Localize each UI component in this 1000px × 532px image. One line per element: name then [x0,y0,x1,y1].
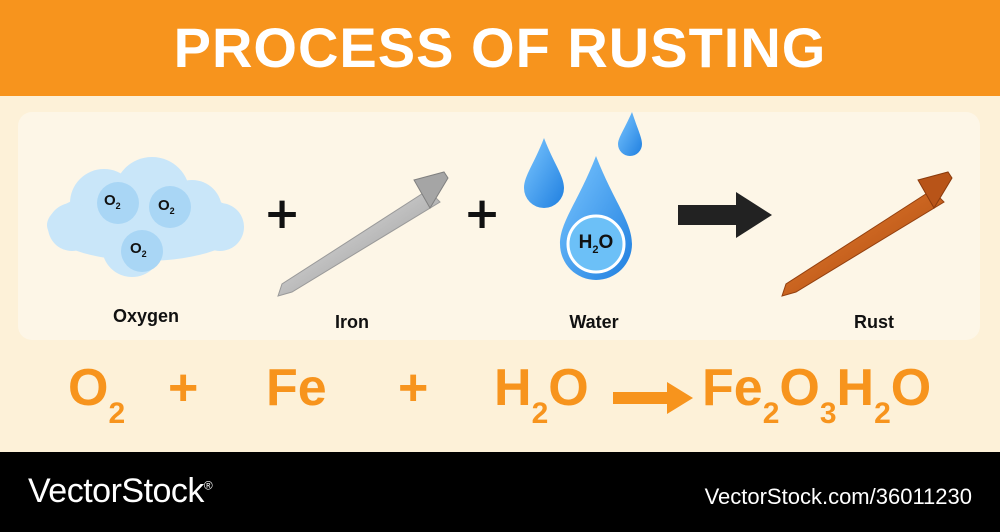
water-label: Water [569,312,619,332]
water-drop-icon [524,112,642,280]
equation-iron: Fe [266,359,327,417]
reaction-arrow-icon [678,192,772,238]
plus-operator-1: + [263,188,301,239]
equation-plus-1: + [168,359,199,417]
plus-operator-2: + [463,188,501,239]
equation-oxygen: O2 [68,359,126,430]
iron-label: Iron [335,312,369,332]
title-banner: PROCESS OF RUSTING [0,0,1000,96]
equation-rust: Fe2O3H2O [702,359,932,430]
oxygen-molecule-2: O2 [158,197,175,216]
rusty-nail-icon [781,171,953,297]
oxygen-label: Oxygen [112,306,180,326]
page-title: PROCESS OF RUSTING [173,16,827,79]
equation-arrow-icon [613,382,693,414]
equation-water: H2O [494,359,589,430]
image-id-text: VectorStock.com/36011230 [704,484,972,509]
chemical-equation: O2 + Fe + H2O Fe2O3H2O [0,352,1000,452]
rust-label: Rust [854,312,894,332]
iron-nail-icon [277,171,449,297]
footer-bar: VectorStock® VectorStock.com/36011230 [0,452,1000,532]
vectorstock-logo: VectorStock® [28,472,213,510]
oxygen-cloud-icon [47,157,244,277]
water-formula: H2O [578,232,614,256]
oxygen-molecule-1: O2 [104,192,121,211]
oxygen-molecule-3: O2 [130,240,147,259]
equation-plus-2: + [398,359,429,417]
